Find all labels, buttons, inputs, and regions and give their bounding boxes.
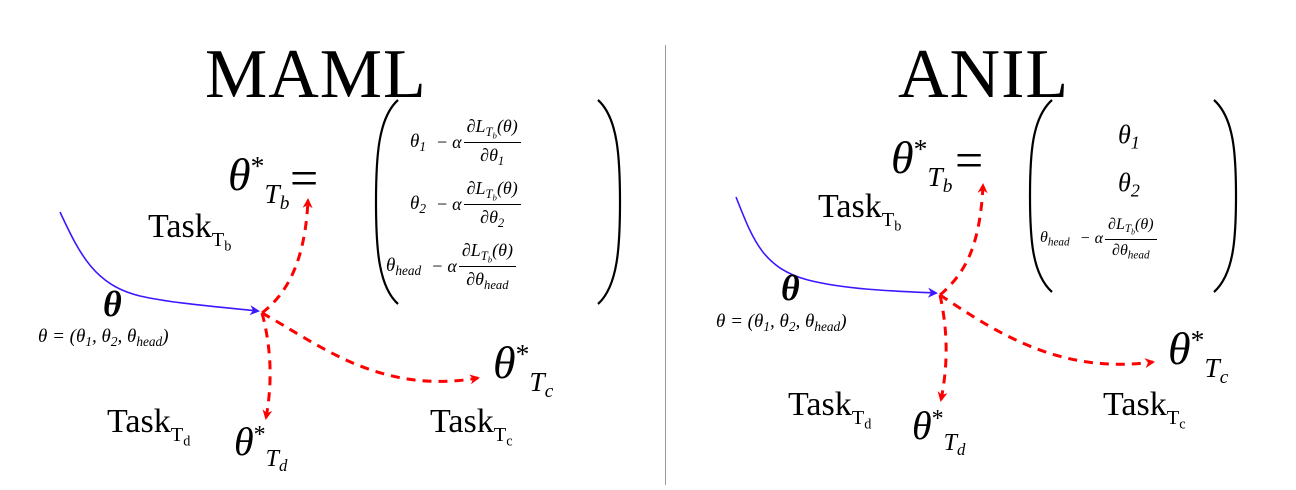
matrix-row-3: θhead − α ∂LTb(θ)∂θhead bbox=[386, 240, 516, 293]
optimization-path bbox=[735, 196, 938, 298]
anil-arrows bbox=[735, 183, 1155, 402]
theta-tb-star: θ*Tb bbox=[891, 132, 953, 197]
right-paren bbox=[594, 98, 624, 306]
maml-update-matrix: θ1 − α ∂LTb(θ)∂θ1 θ2 − α ∂LTb(θ)∂θ2 θhea… bbox=[372, 98, 624, 306]
arrow-to-td bbox=[937, 294, 948, 402]
left-paren bbox=[1026, 98, 1056, 294]
theta-definition: θ = (θ1, θ2, θhead) bbox=[38, 326, 169, 349]
equals-sign: = bbox=[290, 150, 319, 206]
maml-arrows bbox=[59, 198, 480, 420]
task-tb-label: TaskTb bbox=[148, 208, 232, 255]
theta-tc-star: θ*Tc bbox=[1168, 323, 1229, 388]
anil-panel: ANIL θ*Tb = TaskTb θ θ = (θ1, θ2, θhead)… bbox=[648, 0, 1296, 490]
task-td-label: TaskTd bbox=[107, 403, 191, 450]
task-td-label: TaskTd bbox=[788, 386, 872, 433]
anil-update-matrix: θ1 θ2 θhead − α ∂LTb(θ)∂θhead bbox=[1026, 98, 1240, 294]
matrix-row-3: θhead − α ∂LTb(θ)∂θhead bbox=[1040, 216, 1157, 261]
anil-title: ANIL bbox=[898, 36, 1070, 113]
matrix-row-1: θ1 − α ∂LTb(θ)∂θ1 bbox=[410, 116, 521, 169]
theta-td-star: θ*Td bbox=[912, 403, 966, 459]
arrow-to-td bbox=[260, 312, 273, 420]
theta-symbol: θ bbox=[103, 284, 122, 324]
theta-definition: θ = (θ1, θ2, θhead) bbox=[716, 311, 847, 334]
left-paren bbox=[372, 98, 402, 306]
theta-td-star: θ*Td bbox=[234, 419, 288, 475]
task-tc-label: TaskTc bbox=[430, 403, 513, 450]
panel-divider bbox=[665, 45, 666, 485]
arrow-to-tb bbox=[939, 183, 988, 297]
equals-sign: = bbox=[955, 132, 984, 188]
theta-tc-star: θ*Tc bbox=[493, 337, 554, 402]
optimization-path bbox=[59, 211, 260, 316]
matrix-row-2: θ2 bbox=[1118, 168, 1140, 201]
arrow-to-tc bbox=[261, 311, 480, 385]
task-tc-label: TaskTc bbox=[1103, 386, 1186, 433]
right-paren bbox=[1210, 98, 1240, 294]
matrix-row-1: θ1 bbox=[1118, 120, 1140, 153]
task-tb-label: TaskTb bbox=[818, 188, 902, 235]
maml-title: MAML bbox=[205, 36, 427, 113]
matrix-row-2: θ2 − α ∂LTb(θ)∂θ2 bbox=[410, 178, 521, 231]
theta-symbol: θ bbox=[781, 268, 800, 308]
theta-tb-star: θ*Tb bbox=[228, 149, 290, 214]
arrow-to-tb bbox=[261, 198, 313, 315]
maml-panel: MAML θ*Tb = TaskTb θ θ = (θ1, θ2, θhead)… bbox=[38, 36, 624, 475]
arrow-to-tc bbox=[939, 293, 1155, 369]
